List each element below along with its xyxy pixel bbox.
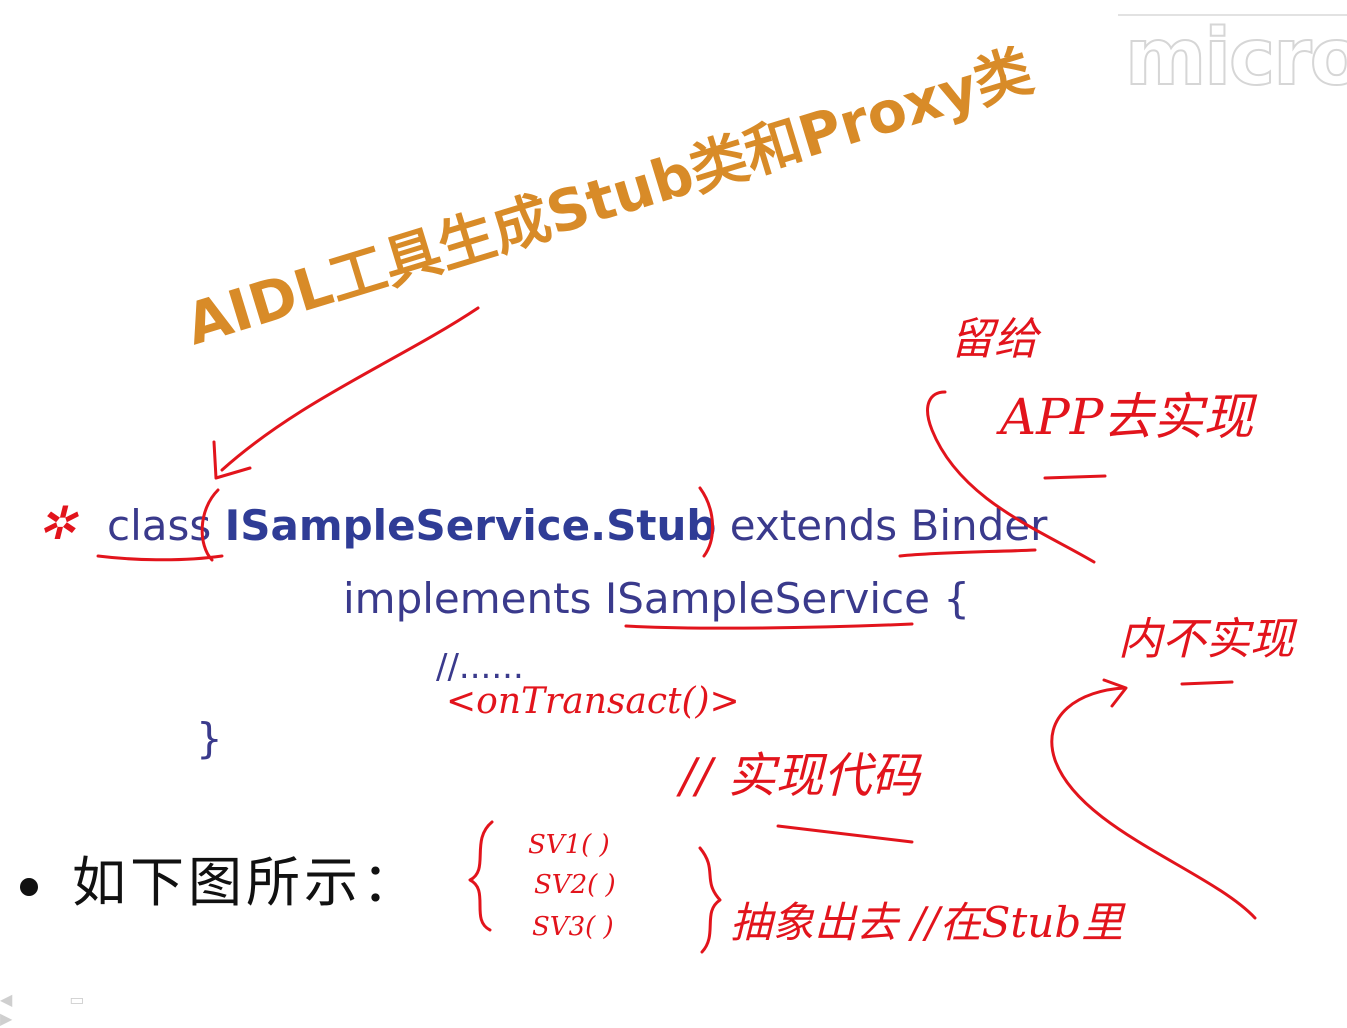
watermark-divider — [1118, 14, 1347, 16]
code-extends: extends Binder — [729, 501, 1048, 550]
ink-underline-binder — [898, 548, 1037, 558]
code-line-4: } — [196, 714, 223, 763]
code-line-3: //...... — [436, 647, 524, 687]
ink-paren-left — [200, 488, 220, 562]
ink-arrow-head-title — [212, 440, 252, 480]
ink-arrow-title — [220, 306, 480, 472]
ink-dash-app — [1043, 474, 1107, 480]
ink-underline-iservice — [624, 622, 914, 630]
code-classname: ISampleService.Stub — [224, 501, 717, 550]
ink-brace-left — [468, 820, 494, 932]
slide-nav-icons[interactable]: ◀ ▭ ▶ — [0, 990, 111, 1028]
ink-note-sv3: SV3( ) — [532, 912, 614, 942]
ink-curve-internal — [1050, 686, 1257, 920]
ink-underline-implcode — [776, 824, 914, 844]
watermark-logo: micro — [1125, 18, 1347, 98]
ink-star: ✲ — [38, 496, 77, 550]
code-keyword-class: class — [107, 501, 212, 550]
ink-note-app-impl: APP去实现 — [1000, 388, 1254, 446]
ink-note-sv2: SV2( ) — [534, 870, 616, 900]
code-line-1: class ISampleService.Stub extends Binder — [107, 505, 1047, 547]
ink-brace-right — [698, 846, 722, 954]
ink-paren-right — [698, 486, 715, 558]
ink-underline-class — [96, 554, 224, 562]
ink-note-leave-to: 留给 — [950, 314, 1038, 365]
ink-annotations — [96, 306, 1257, 954]
bullet-dot — [20, 878, 38, 896]
ink-curve-binder — [926, 390, 1096, 564]
bullet-text: 如下图所示： — [72, 851, 420, 914]
ink-note-sv1: SV1( ) — [528, 830, 610, 860]
ink-note-internal: 内不实现 — [1118, 614, 1294, 665]
ink-note-impl-code: // 实现代码 — [680, 748, 920, 804]
ink-arrow-head-internal — [1102, 678, 1128, 708]
ink-note-ontransact: <onTransact()> — [446, 681, 740, 722]
ink-note-abstract: 抽象出去 //在Stub里 — [730, 898, 1124, 947]
slide-canvas: micro AIDL工具生成Stub类和Proxy类 class ISample… — [0, 14, 1347, 1028]
ink-dash-internal — [1180, 680, 1234, 686]
code-line-2: implements ISampleService { — [343, 574, 970, 623]
